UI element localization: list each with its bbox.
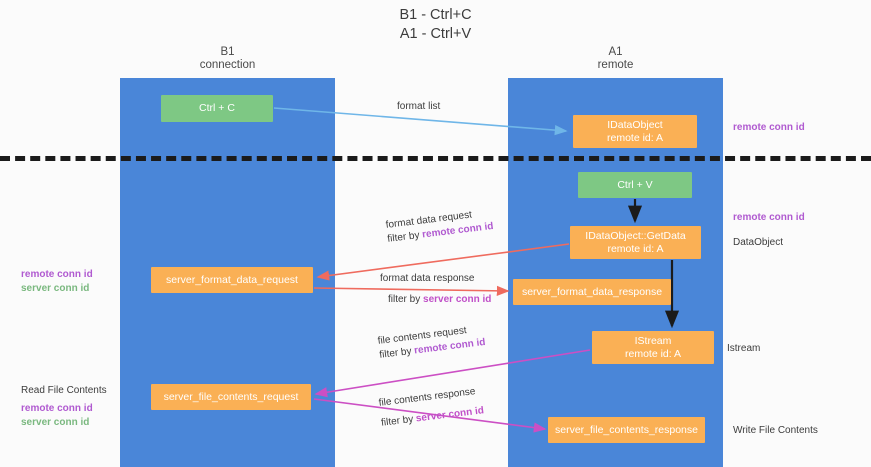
node-server-format-data-request[interactable]: server_format_data_request (151, 267, 313, 293)
node-ctrl-v-label: Ctrl + V (617, 178, 653, 191)
side-note-right-dataobject: DataObject (733, 237, 784, 248)
edge-label-fdresp-filter-prefix: filter by (388, 294, 424, 305)
node-server-format-data-response[interactable]: server_format_data_response (513, 279, 671, 305)
edge-label-format-list: format list (397, 100, 440, 114)
node-istream[interactable]: IStream remote id: A (592, 331, 714, 364)
side-note-read-file-contents: Read File Contents (21, 385, 107, 396)
side-note-right-write-file-contents: Write File Contents (733, 425, 818, 436)
edge-label-fdresp-filter-key: server conn id (423, 294, 492, 305)
column-header-b1: B1 connection (199, 46, 256, 71)
edge-label-fcreq-filter-prefix: filter by (378, 345, 415, 361)
node-ctrl-c[interactable]: Ctrl + C (161, 95, 273, 122)
node-server-format-data-request-label: server_format_data_request (166, 273, 298, 286)
side-note-right-remote-conn-id-mid-text: remote conn id (733, 212, 805, 223)
node-idataobject-getdata[interactable]: IDataObject::GetData remote id: A (570, 226, 701, 259)
side-note-left-server-conn-id: server conn id (21, 283, 90, 294)
edge-label-format-data-response: format data response filter by server co… (380, 272, 491, 307)
edge-label-fdreq-filter-prefix: filter by (386, 229, 423, 245)
side-note-left-bottom-conn-ids: remote conn id server conn id (21, 402, 93, 430)
side-note-right-remote-conn-id-mid: remote conn id (733, 211, 805, 225)
side-note-left-bottom-remote-conn-id: remote conn id (21, 403, 93, 414)
node-ctrl-v[interactable]: Ctrl + V (578, 172, 692, 198)
edge-label-format-list-text: format list (397, 101, 441, 112)
side-note-left-bottom-server-conn-id: server conn id (21, 417, 90, 428)
node-server-format-data-response-label: server_format_data_response (521, 285, 663, 298)
node-istream-label: IStream remote id: A (624, 334, 682, 360)
node-idataobject-label: IDataObject remote id: A (606, 118, 664, 144)
side-note-left-conn-ids: remote conn id server conn id (21, 268, 93, 296)
edge-format-list (273, 107, 568, 136)
node-server-file-contents-response[interactable]: server_file_contents_response (548, 417, 705, 443)
edge-format-data-request (316, 243, 570, 281)
side-note-left-remote-conn-id: remote conn id (21, 269, 93, 280)
phase-divider (0, 156, 871, 161)
edge-file-contents-request (314, 349, 591, 398)
column-header-a1: A1 remote (597, 46, 634, 71)
node-ctrl-c-label: Ctrl + C (199, 102, 235, 114)
node-server-file-contents-request[interactable]: server_file_contents_request (151, 384, 311, 410)
edge-label-fcresp-filter-prefix: filter by (380, 413, 417, 429)
node-idataobject[interactable]: IDataObject remote id: A (573, 115, 697, 148)
side-note-right-remote-conn-id-top-text: remote conn id (733, 122, 805, 133)
side-note-right-istream: Istream (727, 343, 761, 354)
edge-file-contents-response (313, 398, 547, 433)
edge-label-format-data-response-text: format data response (380, 273, 475, 284)
node-getdata-label: IDataObject::GetData remote id: A (585, 229, 686, 255)
node-server-file-contents-request-label: server_file_contents_request (163, 390, 299, 403)
edge-format-data-response (313, 285, 510, 296)
side-note-right-remote-conn-id-top: remote conn id (733, 121, 805, 135)
page-title: B1 - Ctrl+C A1 - Ctrl+V (399, 7, 472, 42)
node-server-file-contents-response-label: server_file_contents_response (554, 423, 698, 436)
